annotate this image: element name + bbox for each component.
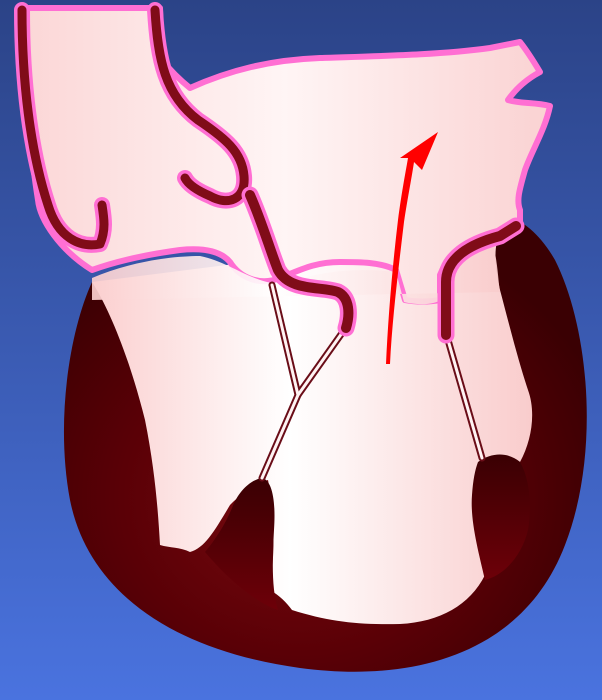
heart-cross-section-diagram: [0, 0, 602, 700]
diagram-canvas: [0, 0, 602, 700]
